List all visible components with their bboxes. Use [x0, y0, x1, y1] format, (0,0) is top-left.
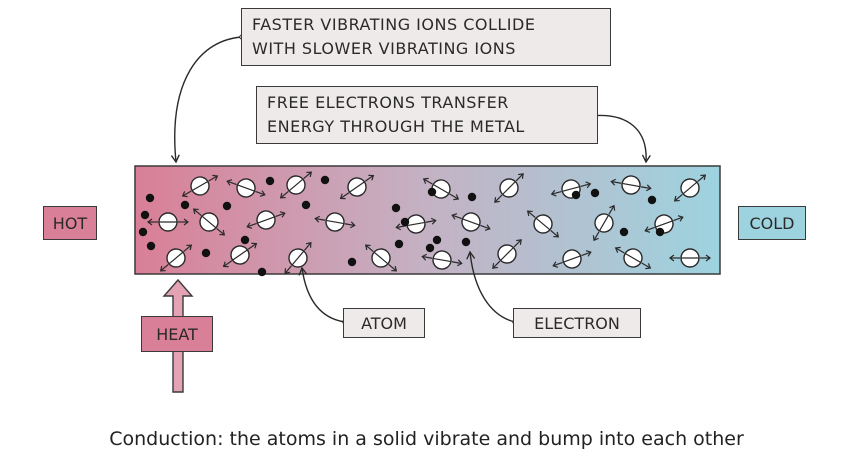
atom-23: [492, 239, 522, 269]
hot-label: HOT: [43, 206, 97, 240]
collide-callout-line2: WITH SLOWER VIBRATING IONS: [252, 39, 516, 58]
atom-11: [246, 210, 286, 230]
electron-24: [655, 227, 665, 237]
atom-2: [279, 171, 313, 199]
atom-10: [192, 208, 226, 236]
electrons-callout-line1: FREE ELECTRONS TRANSFER: [267, 93, 509, 112]
electron-21: [590, 188, 600, 198]
atom-21: [364, 244, 398, 272]
atom-leader-arrow: [298, 266, 346, 323]
electron-10: [301, 200, 311, 210]
atom-5: [494, 173, 524, 203]
electrons-leader-arrow: [589, 114, 651, 164]
atom-3: [339, 174, 375, 200]
electron-8: [201, 248, 211, 258]
diagram-caption: Conduction: the atoms in a solid vibrate…: [109, 428, 744, 450]
atom-12: [314, 212, 356, 232]
atom-8: [673, 174, 707, 202]
electron-12: [391, 203, 401, 213]
atom-0: [181, 174, 219, 198]
collide-callout: FASTER VIBRATING IONS COLLIDE WITH SLOWE…: [241, 8, 611, 66]
electron-19: [461, 237, 471, 247]
electron-17: [425, 243, 435, 253]
electron-9: [257, 267, 267, 277]
electron-20: [571, 190, 581, 200]
electron-2: [138, 227, 148, 237]
atom-26: [669, 248, 711, 268]
atom-label: ATOM: [343, 308, 425, 338]
electron-22: [619, 227, 629, 237]
atom-20: [284, 241, 312, 275]
electron-label: ELECTRON: [513, 308, 641, 338]
collide-leader-arrow: [170, 36, 243, 164]
electrons-callout: FREE ELECTRONS TRANSFER ENERGY THROUGH T…: [256, 86, 598, 144]
atom-18: [159, 244, 193, 272]
electron-leader-arrow: [466, 250, 516, 323]
heat-label: HEAT: [141, 316, 213, 352]
atom-4: [422, 177, 460, 201]
atom-19: [222, 242, 258, 268]
atom-14: [451, 212, 491, 232]
electron-7: [320, 175, 330, 185]
electron-1: [140, 210, 150, 220]
atom-7: [610, 175, 652, 195]
atom-17: [644, 214, 684, 234]
atom-15: [526, 210, 560, 238]
atom-9: [147, 212, 189, 232]
particles-layer: [138, 171, 711, 277]
atom-16: [592, 204, 616, 242]
electron-11: [347, 257, 357, 267]
cold-label: COLD: [738, 206, 806, 240]
electron-6: [265, 176, 275, 186]
electron-5: [222, 201, 232, 211]
atom-24: [552, 249, 592, 269]
electron-25: [240, 235, 250, 245]
electron-16: [432, 235, 442, 245]
electron-15: [427, 187, 437, 197]
electrons-callout-line2: ENERGY THROUGH THE METAL: [267, 117, 525, 136]
atom-1: [226, 178, 266, 198]
electron-0: [145, 193, 155, 203]
electron-18: [467, 192, 477, 202]
electron-3: [146, 241, 156, 251]
atom-13: [395, 214, 437, 234]
atom-22: [421, 250, 463, 270]
atom-25: [614, 246, 652, 270]
electron-13: [400, 217, 410, 227]
electron-23: [647, 195, 657, 205]
collide-callout-line1: FASTER VIBRATING IONS COLLIDE: [252, 15, 536, 34]
electron-4: [180, 200, 190, 210]
electron-14: [394, 239, 404, 249]
